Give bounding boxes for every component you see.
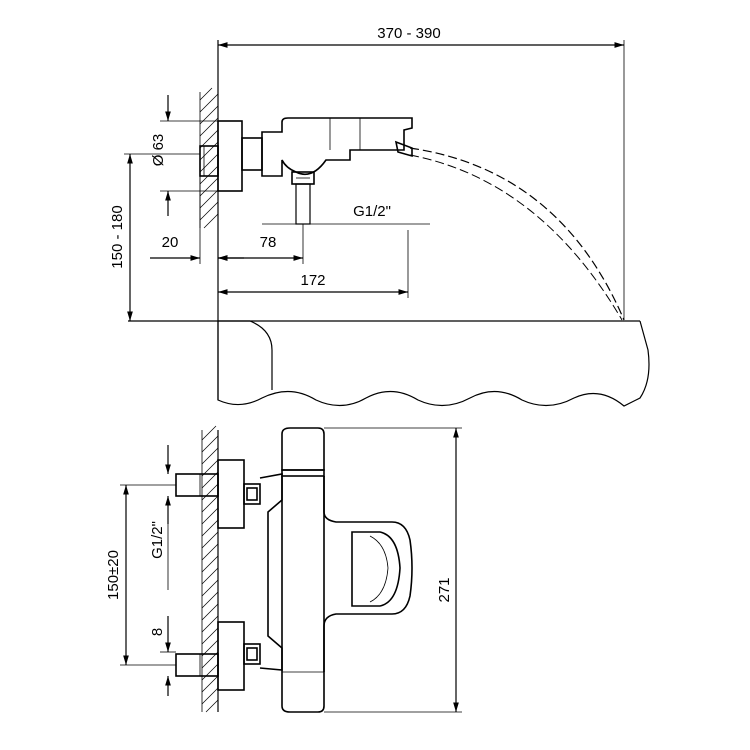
dim-diameter: Ø 63	[150, 134, 167, 167]
dim-eight: 8	[149, 628, 166, 636]
dim-centers: 150±20	[105, 550, 122, 600]
control-handle	[351, 531, 401, 607]
side-view: 370 - 390 Ø 63 150 - 180 20 78 G1/2" 172	[109, 25, 650, 407]
water-jet-lower	[409, 154, 623, 321]
front-view: 150±20 G1/2" 8 271	[105, 425, 462, 713]
dim-spout-length: 172	[300, 272, 325, 289]
upper-inlet	[175, 473, 219, 497]
dim-height-range: 150 - 180	[109, 205, 126, 268]
dim-body-height: 271	[436, 577, 453, 602]
lower-flange	[217, 621, 245, 691]
mixer-body	[261, 117, 413, 177]
dim-wall-gap: 20	[162, 234, 179, 251]
mixer-column	[281, 476, 325, 713]
wall-hatch-bottom	[201, 425, 219, 713]
water-jet-upper	[409, 147, 625, 321]
top-cap	[281, 427, 325, 471]
inlet-stub	[199, 145, 219, 177]
bathtub-outline	[217, 320, 650, 407]
dim-inlet-offset: 78	[260, 234, 277, 251]
down-inlet-pipe	[295, 183, 311, 225]
upper-flange	[217, 459, 245, 529]
lower-inlet	[175, 653, 219, 677]
spout-outlet	[394, 140, 413, 158]
wall-flange	[217, 120, 243, 192]
dim-thread-front: G1/2"	[149, 521, 166, 559]
dim-projection: 370 - 390	[377, 25, 440, 42]
wall-hatch-top	[199, 87, 219, 229]
handle-outline	[323, 476, 413, 672]
dim-thread-top: G1/2"	[353, 203, 391, 220]
back-profile	[259, 473, 283, 671]
